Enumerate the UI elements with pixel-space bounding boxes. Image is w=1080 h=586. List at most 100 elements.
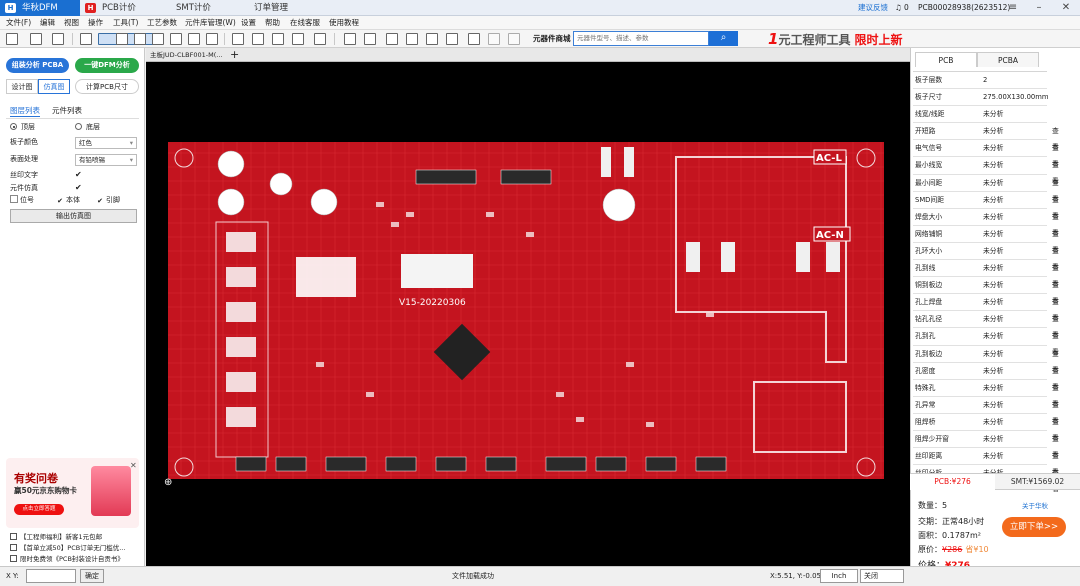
ad-close-icon[interactable]: ✕ (130, 461, 137, 470)
menu-online-support[interactable]: 在线客服 (290, 18, 320, 27)
mode-select[interactable]: 关闭 (860, 569, 904, 583)
tab-smt-price[interactable]: SMT:¥1569.02 (1010, 477, 1065, 486)
menu-process-params[interactable]: 工艺参数 (147, 18, 177, 27)
zoom-out-icon[interactable] (446, 33, 458, 45)
menu-part-library[interactable]: 元件库管理(W) (185, 18, 236, 27)
confirm-button[interactable]: 确定 (80, 569, 104, 583)
xy-input[interactable] (26, 569, 76, 583)
print-icon[interactable] (52, 33, 64, 45)
tab-pcb[interactable]: PCB (915, 52, 977, 67)
export-sim-button[interactable]: 输出仿真图 (10, 209, 137, 223)
news-item[interactable]: 【工程师福利】新客1元包邮 (10, 532, 138, 542)
view-link[interactable]: 查看 (1052, 298, 1059, 323)
parts-search-input[interactable] (573, 31, 709, 46)
view-link[interactable]: 查看 (1052, 366, 1059, 391)
view-link[interactable]: 查看 (1052, 212, 1059, 237)
survey-ad[interactable]: 有奖问卷 赢50元京东购物卡 点击立即答题 (6, 458, 139, 528)
view-link[interactable]: 查看 (1052, 246, 1059, 271)
component-icon[interactable] (292, 33, 304, 45)
pcb-canvas[interactable]: AC-L AC-N V15-20220306 ⊕ (146, 62, 910, 567)
order-now-button[interactable]: 立即下单>> (1002, 517, 1066, 537)
unit-select[interactable]: Inch (820, 569, 858, 583)
trace-icon[interactable] (314, 33, 326, 45)
view-link[interactable]: 查看 (1052, 229, 1059, 254)
tab-part-list[interactable]: 元件列表 (52, 106, 82, 115)
view-link[interactable]: 查看 (1052, 332, 1059, 357)
view-link[interactable]: 查看 (1052, 452, 1059, 476)
view-link[interactable]: 查看 (1052, 383, 1059, 408)
view-link[interactable]: 查看 (1052, 264, 1059, 289)
document-tab[interactable]: 主板JUD-CLBF001-M(... (150, 51, 223, 59)
layers-icon[interactable] (252, 33, 264, 45)
surface-select[interactable]: 有铅喷锡 (75, 154, 137, 166)
feedback-link[interactable]: 建议反馈 (858, 3, 888, 12)
view-link[interactable]: 查看 (1052, 161, 1059, 186)
menu-help[interactable]: 帮助 (265, 18, 280, 27)
tab-orders[interactable]: 订单管理 (254, 3, 289, 13)
menu-icon[interactable]: ≡ (1008, 2, 1018, 13)
menu-view[interactable]: 视图 (64, 18, 79, 27)
pin-checkbox[interactable]: ✔引脚 (97, 196, 120, 205)
news-item[interactable]: 【首单立减50】PCB订单无门槛优... (10, 543, 138, 553)
tab-pcba[interactable]: PCBA (977, 52, 1039, 67)
view-link[interactable]: 查看 (1052, 195, 1059, 220)
undo-icon[interactable] (488, 33, 500, 45)
view-link[interactable]: 查看 (1052, 178, 1059, 203)
align-top-icon[interactable] (344, 33, 356, 45)
measure-icon[interactable] (134, 33, 146, 45)
news-item[interactable]: 限时免费领《PCB封装设计自贡书》 (10, 554, 138, 564)
add-tab-icon[interactable]: + (230, 48, 240, 61)
ref-checkbox[interactable]: 位号 (10, 195, 34, 206)
menu-tools[interactable]: 工具(T) (113, 18, 139, 27)
zoom-in-icon[interactable] (426, 33, 438, 45)
view-link[interactable]: 查看 (1052, 315, 1059, 340)
tab-pcb-price[interactable]: PCB:¥276 (910, 474, 995, 490)
board-color-select[interactable]: 红色 (75, 137, 137, 149)
user-account[interactable]: PCB00028938(2623512) (918, 3, 1011, 12)
view-link[interactable]: 查看 (1052, 127, 1059, 152)
line-icon[interactable] (170, 33, 182, 45)
select-area-icon[interactable] (116, 33, 128, 45)
view-icon[interactable] (80, 33, 92, 45)
view-link[interactable]: 查看 (1052, 144, 1059, 169)
view-link[interactable]: 查看 (1052, 400, 1059, 425)
net-icon[interactable] (272, 33, 284, 45)
bell-icon[interactable]: ♫ (895, 3, 902, 12)
about-link[interactable]: 关于华秋 (1022, 502, 1048, 510)
tab-sim-view[interactable]: 仿真图 (38, 79, 70, 94)
menu-operation[interactable]: 操作 (88, 18, 103, 27)
pointer-icon[interactable] (98, 33, 160, 45)
radio-bottom-layer[interactable]: 底层 (75, 122, 100, 133)
align-right-icon[interactable] (406, 33, 418, 45)
close-icon[interactable]: ✕ (1061, 2, 1071, 13)
promo-banner[interactable]: 1元工程师工具限时上新 (768, 30, 903, 48)
tab-design-view[interactable]: 设计图 (6, 79, 38, 94)
redo-icon[interactable] (508, 33, 520, 45)
calc-pcb-size-button[interactable]: 计算PCB尺寸 (75, 79, 139, 94)
search-icon[interactable]: ⌕ (709, 31, 738, 46)
point-icon[interactable] (152, 33, 164, 45)
view-link[interactable]: 查看 (1052, 281, 1059, 306)
open-folder-icon[interactable] (30, 33, 42, 45)
comp-sim-checkbox[interactable]: ✔ (75, 183, 82, 192)
view-link[interactable]: 查看 (1052, 417, 1059, 442)
tab-layer-list[interactable]: 图层列表 (10, 106, 40, 117)
chart-icon[interactable] (188, 33, 200, 45)
one-click-dfm-button[interactable]: 一键DFM分析 (75, 58, 139, 73)
image-icon[interactable] (206, 33, 218, 45)
align-left-icon[interactable] (386, 33, 398, 45)
silk-checkbox[interactable]: ✔ (75, 170, 82, 179)
pcba-analysis-button[interactable]: 组装分析 PCBA (6, 58, 69, 73)
menu-tutorial[interactable]: 使用教程 (329, 18, 359, 27)
tab-smt-quote[interactable]: SMT计价 (176, 3, 211, 13)
view-link[interactable]: 查看 (1052, 434, 1059, 459)
fit-view-icon[interactable] (468, 33, 480, 45)
menu-file[interactable]: 文件(F) (6, 18, 32, 27)
body-checkbox[interactable]: ✔本体 (57, 196, 80, 205)
align-bottom-icon[interactable] (364, 33, 376, 45)
minimize-icon[interactable]: – (1036, 2, 1042, 13)
new-file-icon[interactable] (6, 33, 18, 45)
grid-icon[interactable] (232, 33, 244, 45)
